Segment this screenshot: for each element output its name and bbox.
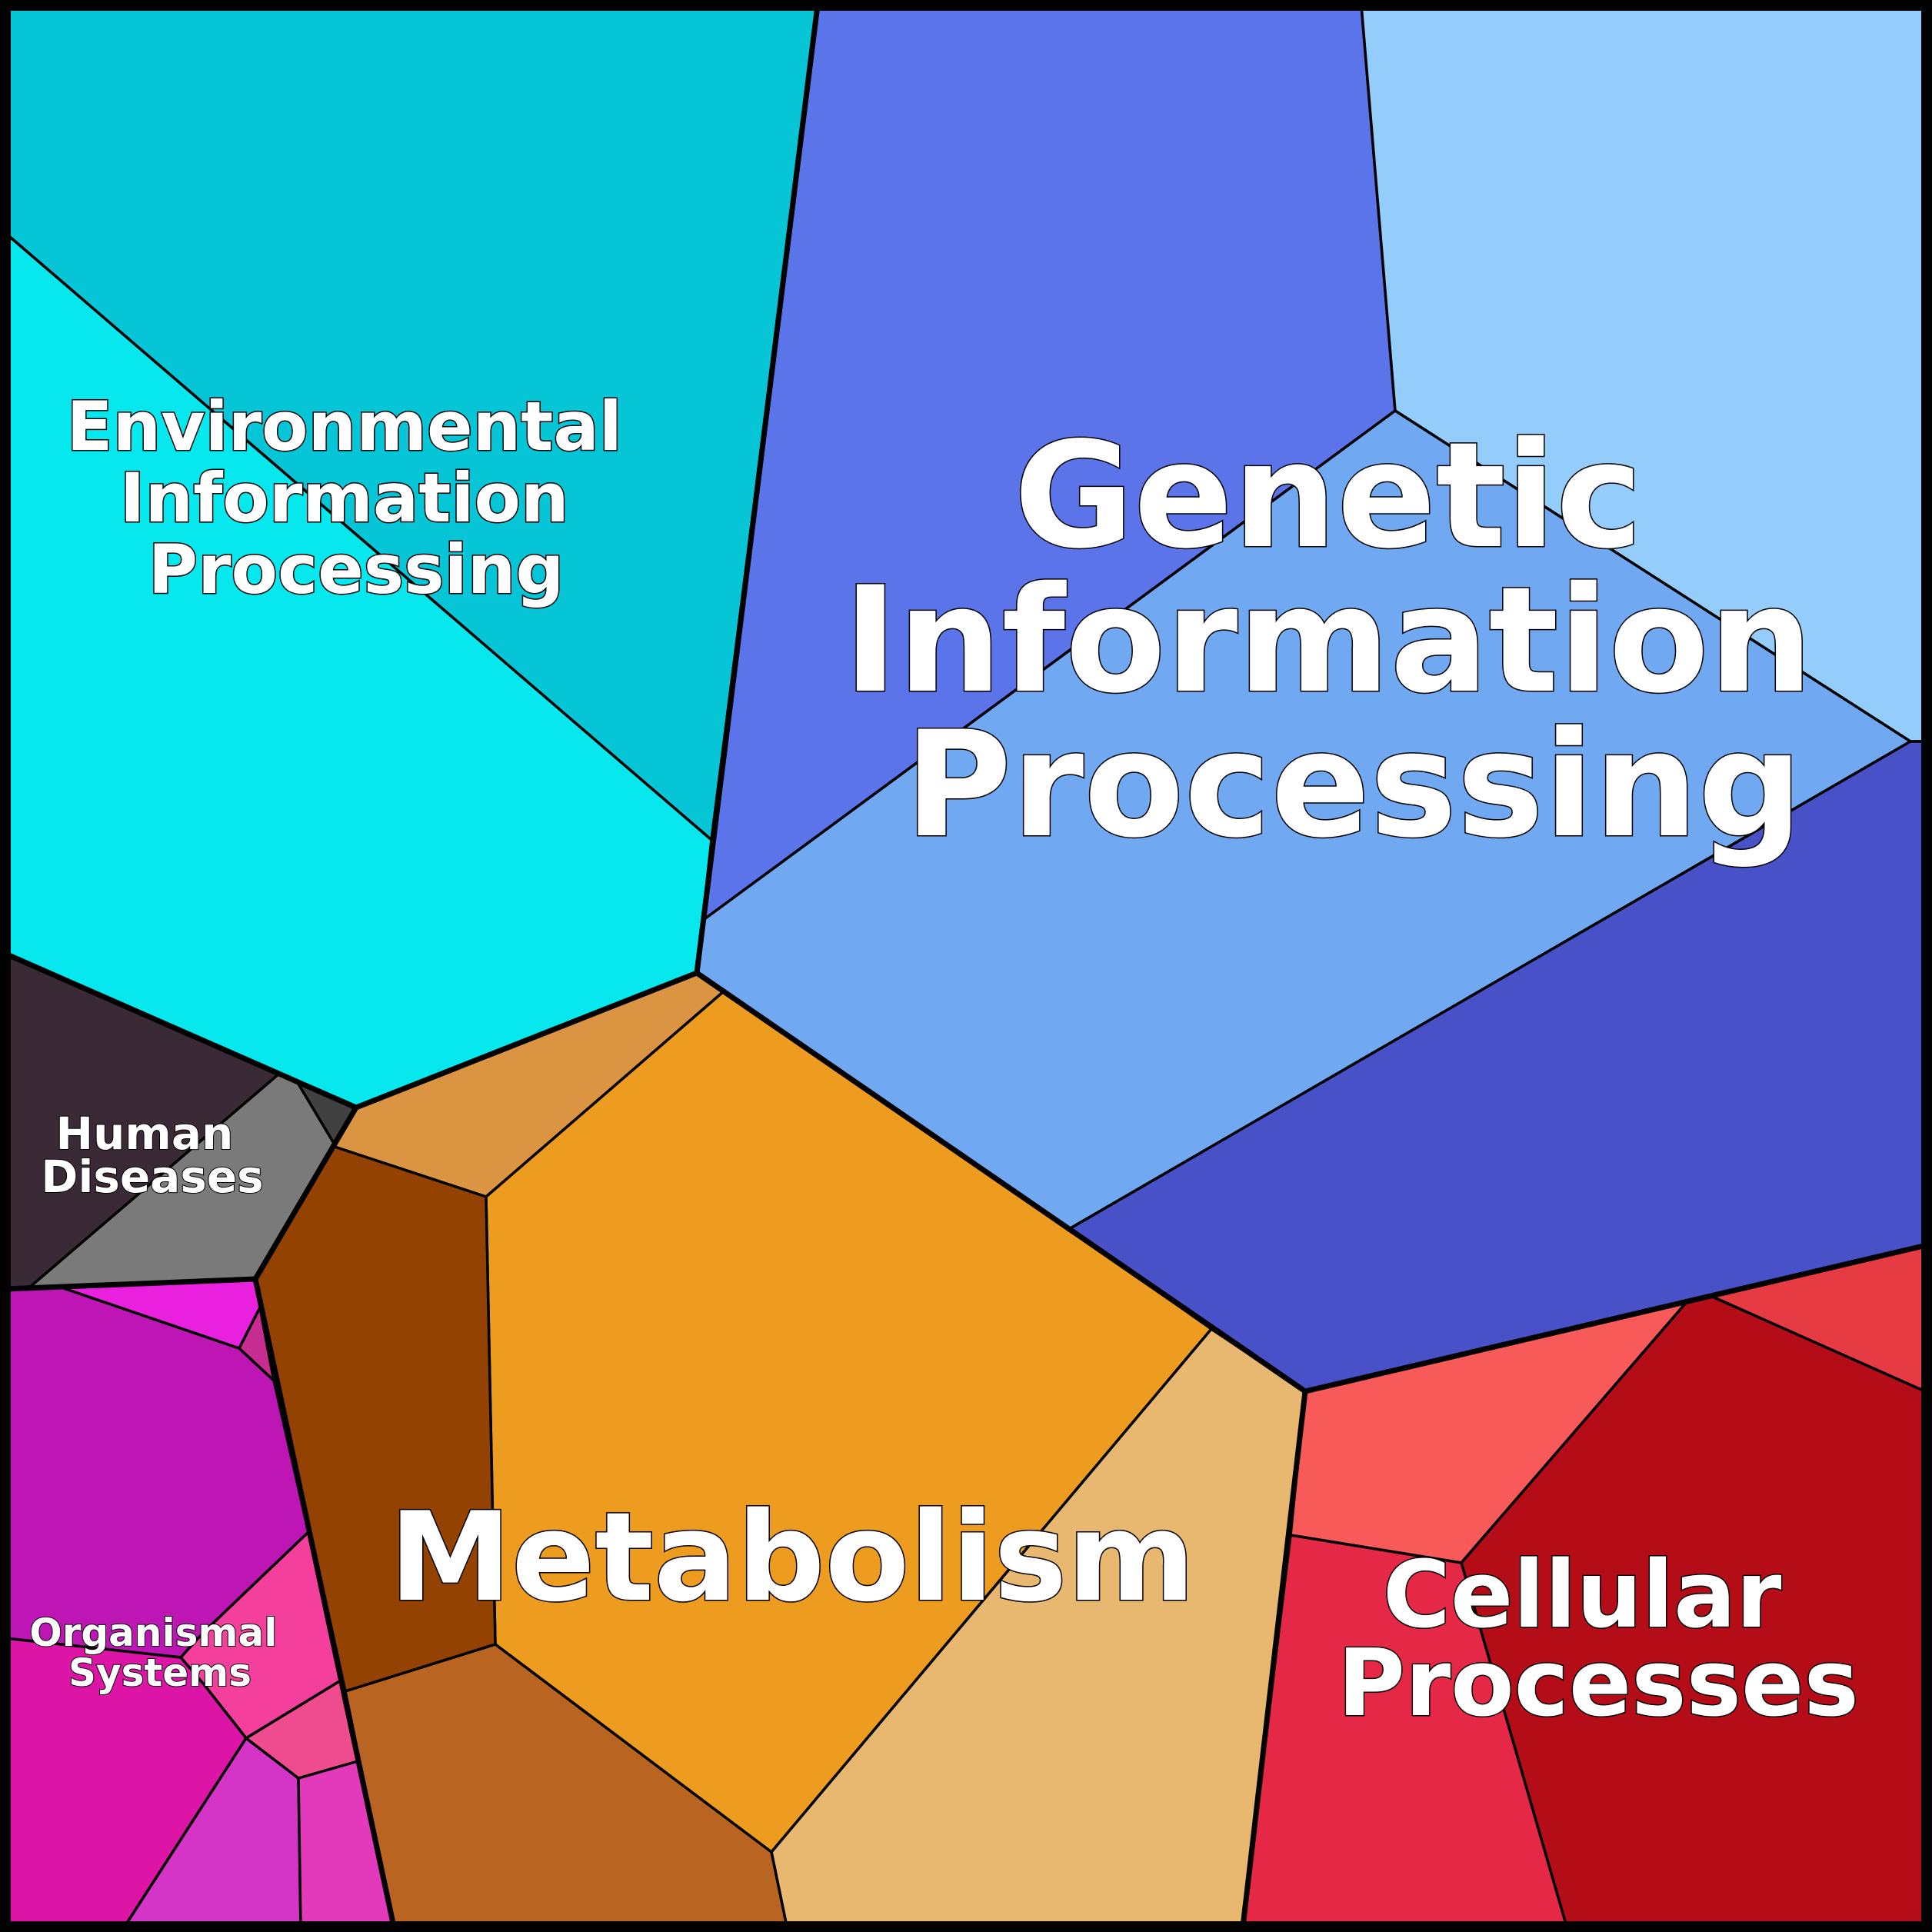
label-cellular: Cellular Processes [1337, 1542, 1859, 1737]
border-metabolism-cellular [1240, 1391, 1308, 1927]
group-metabolism [254, 971, 1307, 1928]
label-metabolism: Metabolism [389, 1485, 1195, 1629]
group-cellular [1241, 1244, 1928, 1928]
border-environmental-genetic [4, 5, 821, 1111]
group-organismal [4, 1277, 395, 1928]
label-organismal: Organismal Systems [29, 1611, 291, 1695]
label-human: Human Diseases [41, 1108, 263, 1203]
group-genetic [695, 4, 1928, 1393]
border-human-organismal [5, 1276, 256, 1292]
label-environmental: Environmental Information Processing [66, 387, 645, 609]
group-borders [4, 5, 1927, 1927]
label-genetic: Genetic Information Processing [844, 411, 1864, 870]
